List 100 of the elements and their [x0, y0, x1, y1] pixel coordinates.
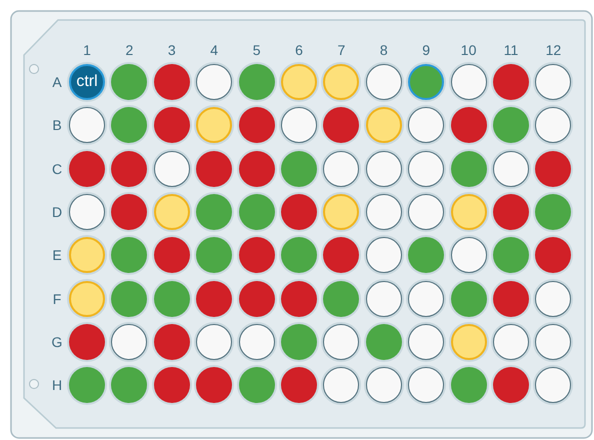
well-circle — [366, 150, 402, 187]
row-letter: D — [50, 204, 64, 220]
well-circle — [366, 324, 402, 360]
well-circle — [281, 237, 317, 274]
well-circle — [450, 107, 487, 144]
well-circle — [111, 150, 148, 187]
column-number: 11 — [502, 42, 520, 58]
well-circle — [323, 367, 360, 404]
well-circle — [535, 194, 572, 230]
well-circle — [281, 280, 317, 316]
well-circle — [493, 367, 529, 404]
well-circle — [111, 280, 148, 316]
well-circle — [366, 237, 402, 274]
well-circle — [408, 237, 444, 274]
well-circle — [154, 324, 190, 360]
well-circle — [535, 64, 572, 100]
column-number: 1 — [82, 42, 92, 58]
well-circle — [238, 107, 275, 144]
well-circle — [281, 324, 317, 360]
well-circle — [323, 64, 360, 100]
well-circle — [196, 324, 232, 360]
well-circle — [535, 107, 572, 144]
well-circle — [111, 367, 148, 404]
well-circle — [154, 194, 190, 230]
well-circle — [238, 64, 275, 100]
well-circle — [535, 324, 572, 360]
well-circle — [535, 367, 572, 404]
well-circle — [493, 64, 529, 100]
well-circle — [69, 367, 105, 404]
well-circle — [69, 194, 105, 230]
well-circle — [493, 280, 529, 316]
well-circle — [408, 107, 444, 144]
well-circle — [111, 194, 148, 230]
well-circle — [535, 237, 572, 274]
well-circle — [196, 150, 232, 187]
well-circle — [196, 237, 232, 274]
well-circle — [450, 64, 487, 100]
row-letter: C — [50, 160, 64, 177]
well-circle — [493, 237, 529, 274]
well-circle — [69, 107, 105, 144]
column-number: 9 — [421, 42, 432, 58]
well-circle — [238, 194, 275, 230]
well-circle — [535, 150, 572, 187]
column-number: 5 — [252, 42, 262, 58]
row-letter: B — [51, 117, 63, 134]
column-number: 10 — [460, 42, 478, 58]
well-circle — [238, 367, 275, 404]
row-letter: G — [50, 334, 64, 350]
well-circle — [323, 150, 360, 187]
well-circle — [111, 64, 148, 100]
well-circle — [111, 237, 148, 274]
well-circle — [366, 367, 402, 404]
well-circle — [408, 367, 444, 404]
row-letter: E — [51, 247, 63, 264]
column-number: 12 — [544, 42, 562, 58]
well-circle — [281, 367, 317, 404]
well-circle — [196, 367, 232, 404]
well-circle — [69, 150, 105, 187]
well-circle — [408, 324, 444, 360]
well-circle — [366, 64, 402, 100]
column-number: 7 — [336, 42, 346, 58]
well-circle — [323, 324, 360, 360]
well-circle — [408, 150, 444, 187]
well-circle — [154, 280, 190, 316]
well-circle — [69, 280, 105, 316]
row-letter: A — [51, 74, 63, 90]
well-circle — [111, 324, 148, 360]
well-circle — [408, 64, 444, 100]
well-circle — [366, 107, 402, 144]
well-circle — [154, 367, 190, 404]
well-circle — [281, 194, 317, 230]
well-circle — [281, 150, 317, 187]
row-letter: H — [50, 377, 64, 394]
column-number: 6 — [294, 42, 304, 58]
well-circle — [238, 150, 275, 187]
well-circle — [408, 280, 444, 316]
control-well: ctrl — [69, 64, 105, 100]
well-circle — [154, 237, 190, 274]
well-circle — [408, 194, 444, 230]
well-circle — [154, 64, 190, 100]
well-circle — [281, 64, 317, 100]
well-circle — [323, 107, 360, 144]
well-circle — [493, 324, 529, 360]
column-number: 8 — [378, 42, 389, 58]
well-circle — [450, 324, 487, 360]
well-circle — [196, 280, 232, 316]
well-circle — [366, 280, 402, 316]
well-circle — [450, 194, 487, 230]
well-circle — [450, 280, 487, 316]
well-circle — [154, 107, 190, 144]
well-circle — [366, 194, 402, 230]
column-number: 2 — [124, 42, 134, 58]
well-circle — [238, 324, 275, 360]
well-circle — [450, 150, 487, 187]
well-circle — [69, 237, 105, 274]
well-circle — [493, 194, 529, 230]
well-circle — [323, 194, 360, 230]
well-circle — [493, 107, 529, 144]
well-circle — [196, 107, 232, 144]
well-circle — [69, 324, 105, 360]
